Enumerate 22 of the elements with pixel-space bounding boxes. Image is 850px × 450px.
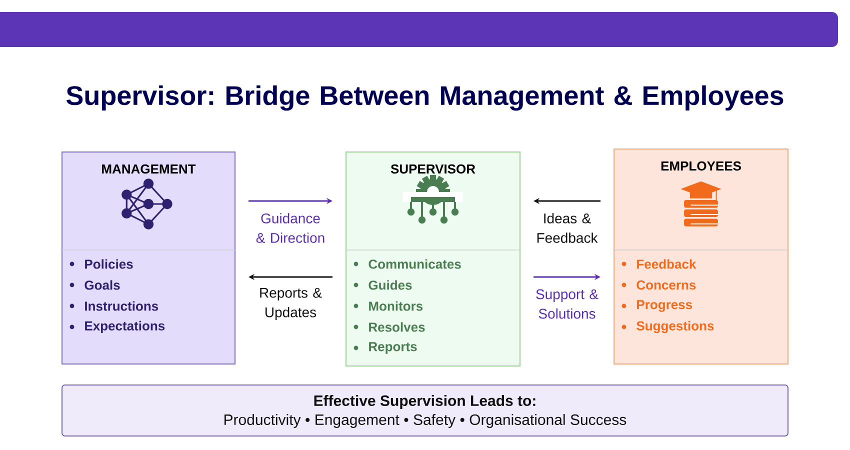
summary-box: Effective Supervision Leads to: Productivity • Engagement • Safety • Organisational Success bbox=[62, 384, 788, 436]
list-item: Concerns bbox=[622, 280, 696, 290]
edge-label: Guidance & Direction bbox=[256, 213, 324, 243]
list-item: Resolves bbox=[354, 322, 425, 332]
list-item: Monitors bbox=[354, 301, 423, 311]
list-item: Instructions bbox=[70, 301, 158, 311]
card-heading: SUPERVISOR bbox=[390, 164, 476, 174]
edge-label: Support & Solutions bbox=[536, 289, 598, 319]
card-heading: EMPLOYEES bbox=[661, 161, 741, 171]
list-item: Progress bbox=[622, 300, 692, 312]
list-item: Goals bbox=[70, 280, 120, 290]
edge-label: Reports & Updates bbox=[260, 288, 322, 320]
card-heading: MANAGEMENT bbox=[102, 164, 196, 174]
list-item: Reports bbox=[354, 342, 417, 354]
list-item: Suggestions bbox=[622, 320, 714, 334]
list-item: Guides bbox=[354, 280, 412, 290]
title: Supervisor: Bridge Between Management & Employees bbox=[66, 85, 784, 111]
edge-label: Ideas & Feedback bbox=[537, 213, 598, 243]
list-item: Policies bbox=[70, 259, 133, 269]
list-item: Feedback bbox=[622, 259, 696, 269]
list-item: Expectations bbox=[70, 320, 165, 334]
list-item: Communicates bbox=[354, 259, 461, 269]
